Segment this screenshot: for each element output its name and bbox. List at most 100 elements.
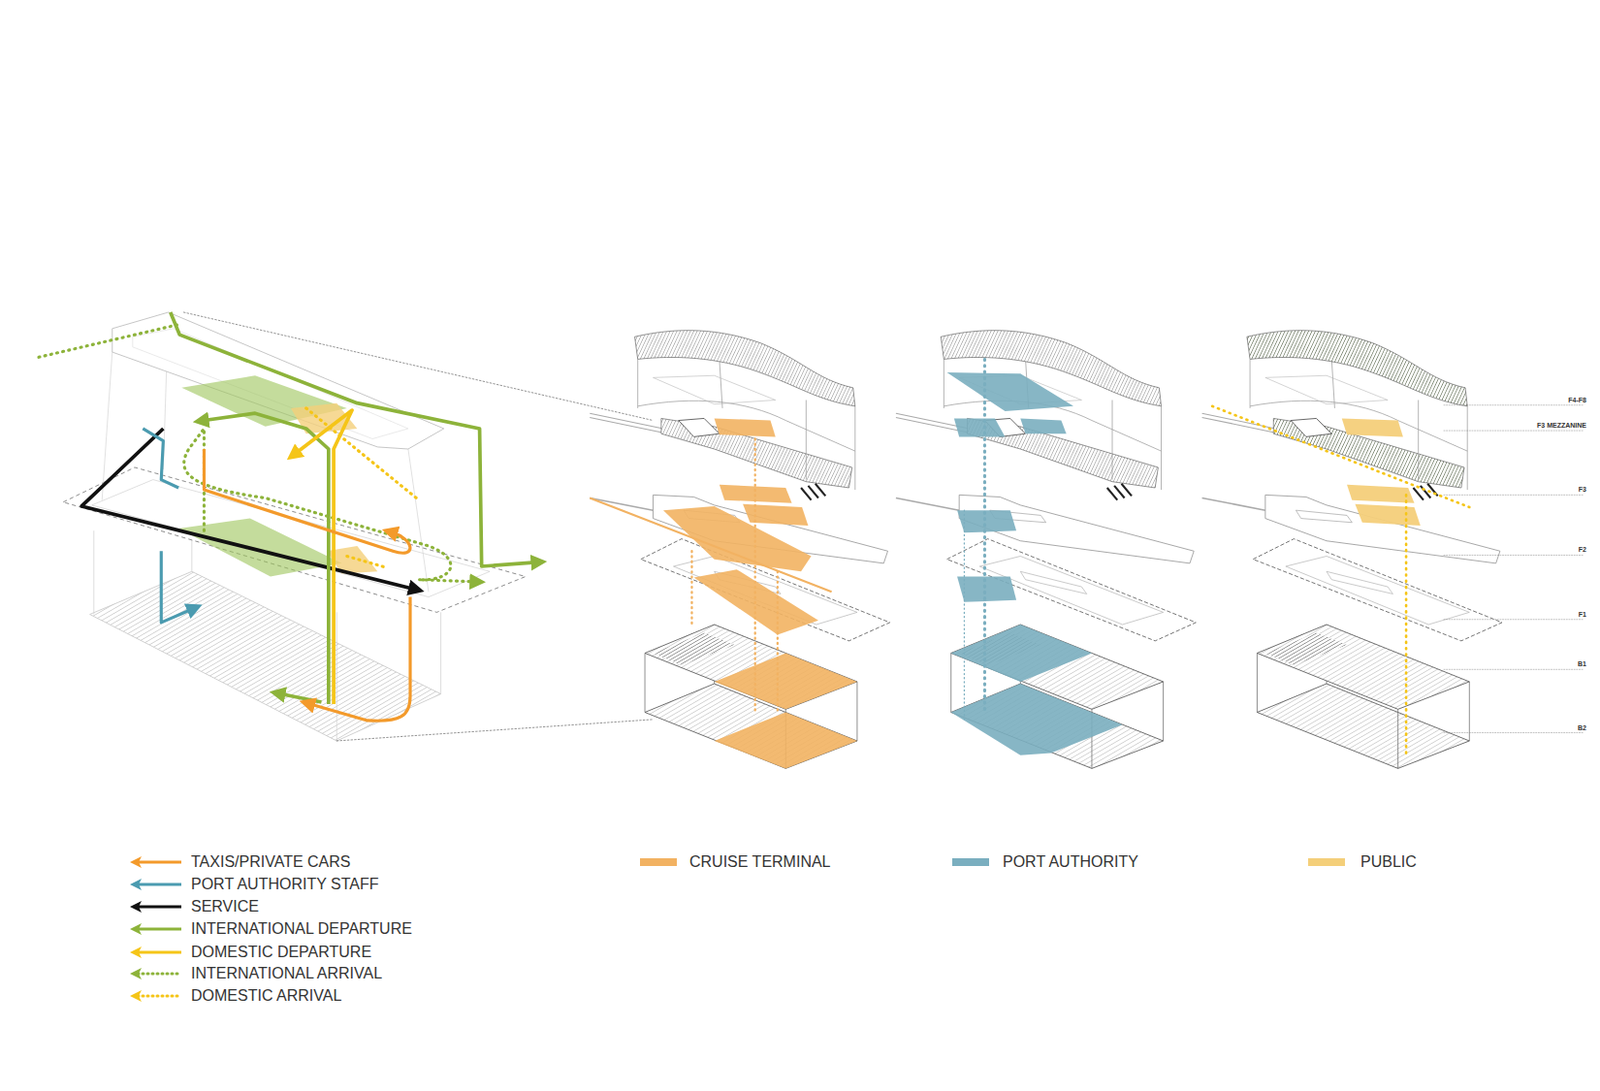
port-authority-zone <box>951 624 1092 682</box>
port-authority-stack <box>896 330 1196 769</box>
public-zone <box>1342 417 1404 437</box>
public-vertical <box>1405 494 1408 755</box>
level-leader <box>1443 404 1584 406</box>
legend-text: INTERNATIONAL DEPARTURE <box>191 920 413 938</box>
core-block <box>1265 632 1347 666</box>
cruise-terminal-stack <box>589 330 890 769</box>
bridge-rail <box>1202 413 1277 433</box>
legend-arrowhead <box>129 946 142 959</box>
roof-underside <box>1249 400 1468 451</box>
domestic-arrival-flow <box>347 556 386 569</box>
public-stack <box>1202 330 1503 769</box>
taxi-flow <box>203 448 410 553</box>
legend-line-sample <box>128 854 183 870</box>
service-flow <box>81 428 414 589</box>
legend-line-sample <box>128 921 183 937</box>
port-authority-vertical <box>963 510 965 720</box>
legend-text: TAXIS/PRIVATE CARS <box>191 853 351 871</box>
cruise-vertical <box>691 438 777 714</box>
circulation-axonometric <box>38 312 536 741</box>
international-departure-flow <box>203 413 328 704</box>
legend-arrowhead <box>129 878 142 891</box>
international-departure-flow <box>280 694 321 703</box>
bridge-rail <box>589 413 664 433</box>
basement-edge <box>951 624 1164 768</box>
basement-plate <box>644 683 858 768</box>
driveway <box>1020 571 1087 594</box>
level-leader <box>1443 669 1584 671</box>
cruise-rail <box>589 498 832 593</box>
cruise-zone <box>714 417 776 437</box>
level-leader <box>1443 430 1584 432</box>
legend-line <box>137 972 182 976</box>
legend-line-sample <box>128 876 183 893</box>
legend-swatch <box>1308 858 1345 866</box>
roof-underside <box>638 400 856 451</box>
roof-level <box>1265 375 1388 404</box>
legend-swatch <box>640 858 677 866</box>
port-authority-zone <box>954 417 1006 437</box>
legend-text: SERVICE <box>191 897 259 916</box>
legend-line <box>137 861 182 864</box>
port-authority-zone <box>947 372 1074 412</box>
port-authority-zone <box>957 510 1017 533</box>
roof-level <box>652 375 775 404</box>
legend-line-sample <box>128 965 183 982</box>
frame-line <box>94 489 442 741</box>
level-label: F4-F8 <box>1568 396 1587 405</box>
level-label: F1 <box>1578 610 1587 619</box>
public-zone <box>1346 484 1414 504</box>
domestic-arrival-flow <box>306 408 417 499</box>
legend-arrowhead <box>129 967 142 980</box>
stair-mark <box>800 483 826 501</box>
legend-line-sample <box>128 898 183 915</box>
legend-text: PORT AUTHORITY STAFF <box>191 875 380 894</box>
level-leader <box>1443 554 1584 556</box>
level-leader <box>1443 732 1584 734</box>
roof-underside <box>943 400 1161 451</box>
bridge-rail <box>1202 498 1266 512</box>
legend-line-sample <box>128 988 183 1004</box>
legend-arrowhead <box>129 923 142 935</box>
level-label: F3 <box>1578 485 1587 494</box>
staff-flow <box>142 428 179 488</box>
mezzanine-plate <box>1273 417 1465 488</box>
roof-shell <box>1247 330 1468 407</box>
legend-text: DOMESTIC DEPARTURE <box>191 943 372 961</box>
legend-text: CRUISE TERMINAL <box>689 853 832 871</box>
international-departure-flow <box>170 312 537 567</box>
basement-plate <box>951 683 1164 768</box>
basement-edge <box>644 624 858 768</box>
port-authority-zone <box>957 576 1017 603</box>
legend-line-sample <box>128 944 183 960</box>
drawing-group <box>38 312 1584 768</box>
level-label: B1 <box>1577 660 1587 669</box>
mezzanine-plate <box>661 417 853 488</box>
bridge-rail <box>896 498 960 512</box>
international-arrival-flow <box>38 324 179 358</box>
domestic-departure-flow <box>295 410 352 704</box>
cruise-zone <box>714 712 858 769</box>
legend-text: INTERNATIONAL ARRIVAL <box>191 964 383 983</box>
legend-line <box>137 905 182 909</box>
basement-plate <box>951 624 1164 709</box>
legend-text: PUBLIC <box>1360 853 1417 871</box>
level-leader <box>1443 618 1584 620</box>
stair-block <box>678 417 720 437</box>
port-authority-zone <box>951 683 1123 756</box>
deck-inner <box>132 328 409 440</box>
basement-plate <box>1256 683 1470 768</box>
level-leader <box>1443 494 1584 496</box>
legend-line <box>137 994 182 998</box>
public-route <box>1212 406 1470 508</box>
stair-mark <box>1107 483 1132 501</box>
driveway <box>1326 571 1393 594</box>
level-label: F3 MEZZANINE <box>1536 421 1587 430</box>
legend-line <box>137 928 182 931</box>
cruise-zone <box>714 652 858 709</box>
level-label: F2 <box>1578 545 1587 554</box>
port-authority-zone <box>1020 417 1066 434</box>
stair-block <box>1290 417 1332 437</box>
